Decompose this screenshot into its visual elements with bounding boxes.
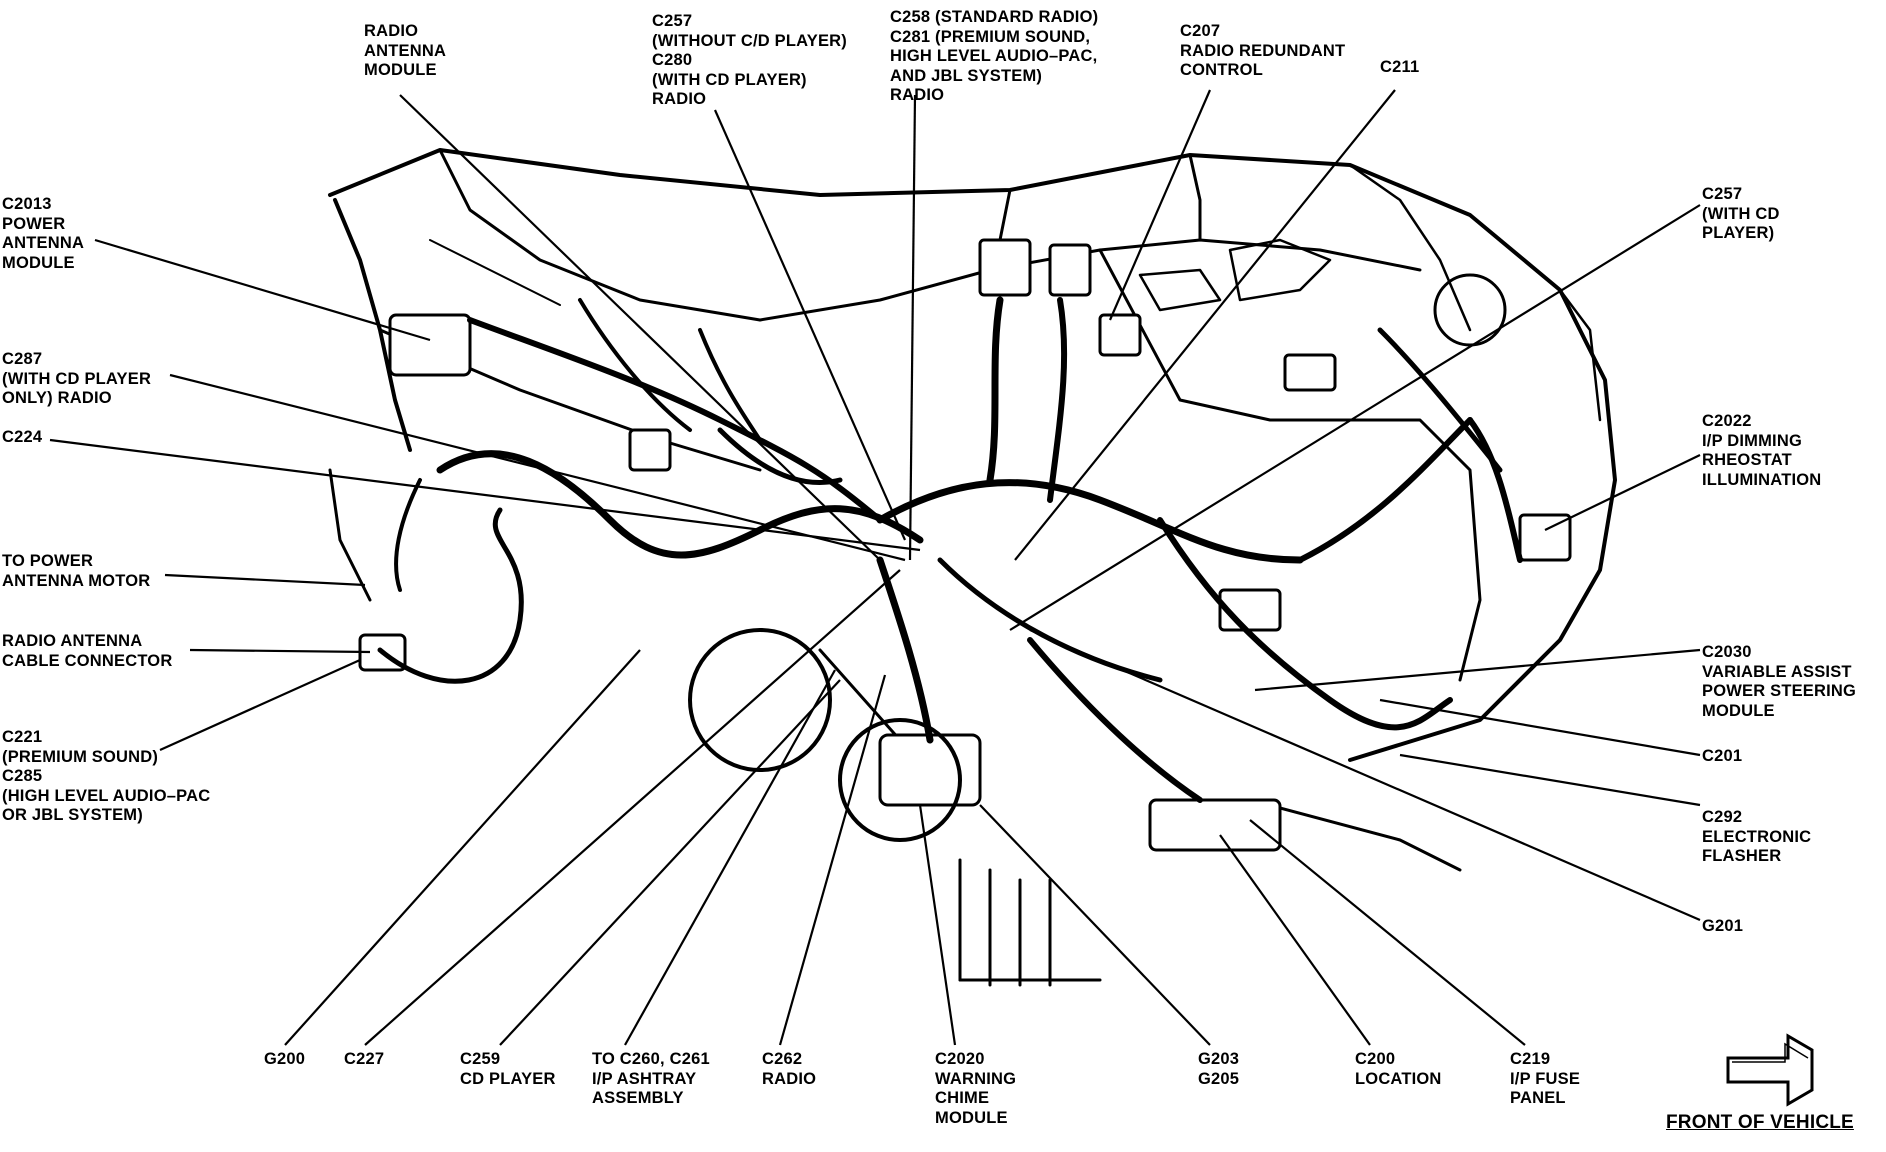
warning-chime-module-block bbox=[878, 733, 982, 807]
callout-c224: C224 bbox=[2, 428, 43, 446]
callout-g201: G201 bbox=[1702, 917, 1744, 935]
front-arrow-icon bbox=[1726, 1033, 1814, 1107]
dimming-rheostat-block bbox=[1518, 513, 1572, 562]
callout-c262-radio: C262 RADIO bbox=[762, 1050, 817, 1088]
callout-radio-antenna-cable-connector: RADIO ANTENNA CABLE CONNECTOR bbox=[2, 632, 173, 670]
redundant-control-block bbox=[1098, 313, 1142, 357]
callout-c292-flasher: C292 ELECTRONIC FLASHER bbox=[1702, 808, 1812, 865]
power-antenna-module-block bbox=[388, 313, 472, 377]
callout-c227: C227 bbox=[344, 1050, 385, 1068]
callout-c257-with-cd: C257 (WITH CD PLAYER) bbox=[1702, 185, 1780, 242]
callout-c259-cd-player: C259 CD PLAYER bbox=[460, 1050, 556, 1088]
callout-c219-fuse-panel: C219 I/P FUSE PANEL bbox=[1510, 1050, 1581, 1107]
callout-to-power-antenna-motor: TO POWER ANTENNA MOTOR bbox=[2, 552, 151, 590]
callout-c2020-chime: C2020 WARNING CHIME MODULE bbox=[935, 1050, 1017, 1127]
front-of-vehicle-caption: FRONT OF VEHICLE bbox=[1666, 1112, 1854, 1133]
connector-blocks bbox=[358, 238, 1572, 852]
callout-g200: G200 bbox=[264, 1050, 306, 1068]
callout-c2013-power-antenna: C2013 POWER ANTENNA MODULE bbox=[2, 195, 85, 272]
cd-connector-block bbox=[628, 428, 672, 472]
callout-c260-c261-ashtray: TO C260, C261 I/P ASHTRAY ASSEMBLY bbox=[592, 1050, 710, 1107]
callout-c258-c281-radio: C258 (STANDARD RADIO) C281 (PREMIUM SOUN… bbox=[890, 8, 1099, 104]
c211-block bbox=[1283, 353, 1337, 392]
fuse-panel-block bbox=[1148, 798, 1282, 852]
dash-panel-outline bbox=[328, 148, 1617, 987]
callout-c287-cd-radio: C287 (WITH CD PLAYER ONLY) RADIO bbox=[2, 350, 152, 407]
callout-c2022-dimming: C2022 I/P DIMMING RHEOSTAT ILLUMINATION bbox=[1702, 412, 1822, 489]
leader-lines bbox=[49, 89, 1701, 1046]
callout-c221-c285: C221 (PREMIUM SOUND) C285 (HIGH LEVEL AU… bbox=[2, 728, 211, 824]
callout-c200-location: C200 LOCATION bbox=[1355, 1050, 1442, 1088]
callout-radio-antenna-module: RADIO ANTENNA MODULE bbox=[364, 22, 447, 79]
callout-c201: C201 bbox=[1702, 747, 1743, 765]
callout-g203-g205: G203 G205 bbox=[1198, 1050, 1240, 1088]
callout-c257-c280-radio: C257 (WITHOUT C/D PLAYER) C280 (WITH CD … bbox=[652, 12, 847, 108]
radio-connector-block bbox=[978, 238, 1032, 297]
radio-connector-block-2 bbox=[1048, 243, 1092, 297]
callout-c2030-power-steering: C2030 VARIABLE ASSIST POWER STEERING MOD… bbox=[1702, 643, 1857, 720]
callout-c207-redundant-control: C207 RADIO REDUNDANT CONTROL bbox=[1180, 22, 1346, 79]
callout-c211: C211 bbox=[1380, 58, 1420, 76]
